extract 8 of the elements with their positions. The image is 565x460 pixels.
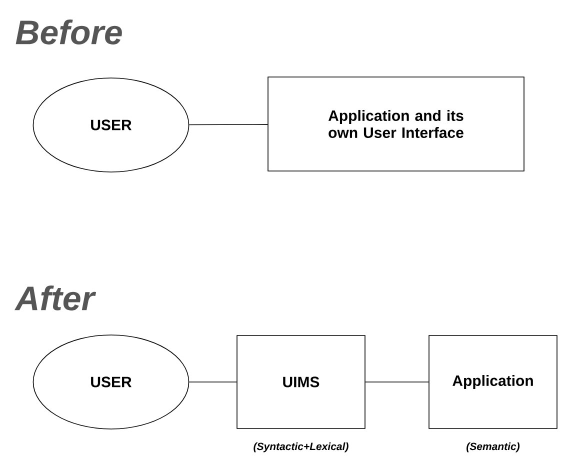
section-heading: After — [14, 286, 96, 310]
uims-box: UIMS — [236, 335, 366, 429]
annotation: (Semantic) — [466, 442, 520, 452]
application-box: Application and its own User Interface — [268, 76, 524, 172]
connector-line — [188, 124, 268, 126]
annotation: (Syntactic+Lexical) — [254, 442, 348, 452]
section-heading: Before — [16, 20, 122, 44]
application-box: Application — [428, 335, 558, 429]
